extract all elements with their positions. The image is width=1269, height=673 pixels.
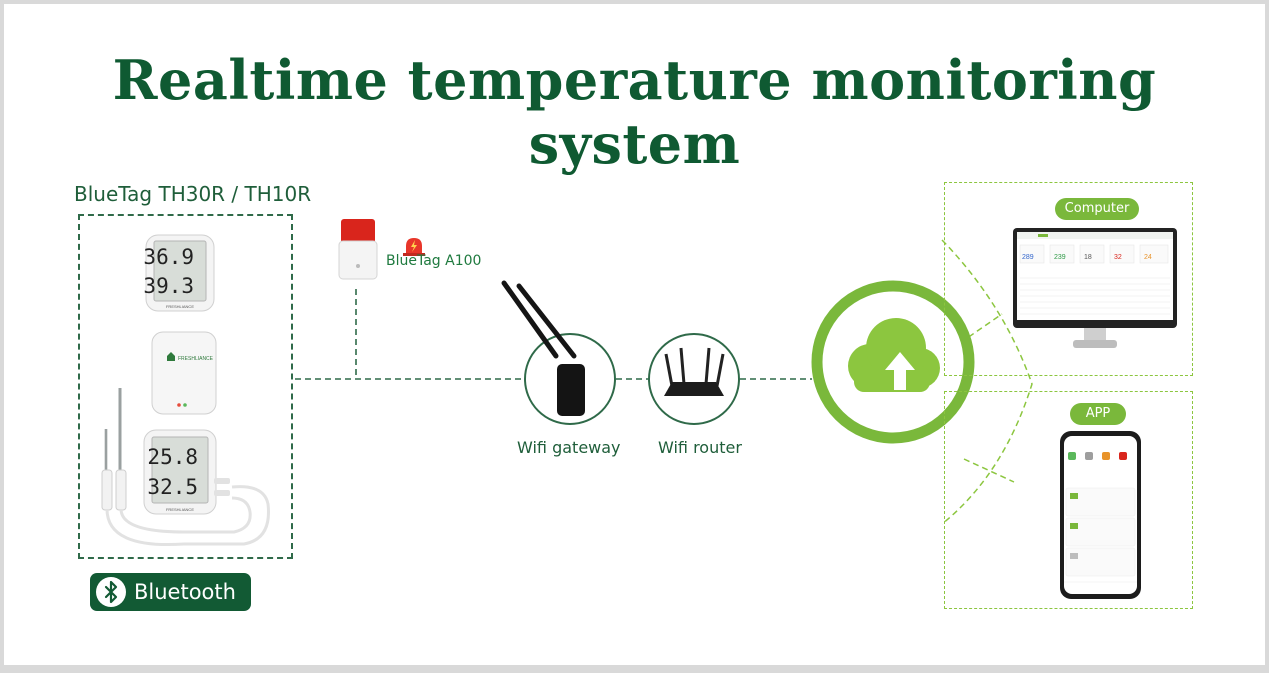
monitor-base xyxy=(1073,340,1117,348)
app-pill: APP xyxy=(1070,403,1126,425)
alarm-label: BlueTag A100 xyxy=(386,253,482,269)
computer-box xyxy=(944,182,1193,376)
computer-monitor: 289 239 18 32 24 xyxy=(1013,228,1177,348)
page-title: Realtime temperature monitoring system xyxy=(112,48,1157,176)
stat-value-3: 18 xyxy=(1084,254,1092,261)
sensor-device-3: 25.8 32.5 FRESHLIANCE xyxy=(101,388,270,547)
bluetooth-icon xyxy=(96,577,126,607)
stat-value-1: 289 xyxy=(1022,254,1034,261)
computer-pill: Computer xyxy=(1055,198,1139,220)
sensor-group-label: BlueTag TH30R / TH10R xyxy=(74,182,312,206)
app-box xyxy=(944,391,1193,609)
antenna-left xyxy=(501,280,559,359)
router-label: Wifi router xyxy=(658,438,742,457)
led-green-icon xyxy=(183,403,187,407)
connection-lines xyxy=(295,289,812,380)
app-card-2 xyxy=(1065,517,1136,547)
phone-app xyxy=(1060,431,1141,599)
bluetooth-label: Bluetooth xyxy=(134,580,236,604)
app-card-1 xyxy=(1065,487,1136,517)
device3-humidity: 32.5 xyxy=(147,475,198,499)
led-red-icon xyxy=(177,403,181,407)
gateway-icon xyxy=(557,364,585,416)
diagram-graphics: 36.9 39.3 FRESHLIANCE FRESHLIANCE 25.8 3… xyxy=(101,219,1177,599)
sensor-device-1: 36.9 39.3 FRESHLIANCE xyxy=(143,234,215,312)
antenna-right xyxy=(516,283,577,359)
app-card-3 xyxy=(1065,547,1136,577)
alarm-device xyxy=(338,219,425,280)
probe-cable-1 xyxy=(105,485,270,547)
bluetooth-badge: Bluetooth xyxy=(90,573,251,611)
stat-value-5: 24 xyxy=(1144,254,1152,261)
table-rows xyxy=(1020,277,1170,315)
cloud-upload-icon xyxy=(848,318,940,392)
device1-temp: 36.9 xyxy=(143,245,194,269)
router-icon xyxy=(664,382,724,396)
stat-value-4: 32 xyxy=(1114,254,1122,261)
line-cloud-app xyxy=(963,458,1015,483)
device1-brand: FRESHLIANCE xyxy=(166,304,194,309)
router-circle xyxy=(648,333,740,425)
cloud-node xyxy=(811,280,975,444)
brand-logo-icon xyxy=(167,352,175,361)
cloud-arc xyxy=(941,239,1033,525)
device3-brand: FRESHLIANCE xyxy=(166,507,194,512)
probe-cable-2 xyxy=(119,496,252,534)
monitor-neck xyxy=(1084,328,1106,342)
diagram-canvas: Realtime temperature monitoring system B… xyxy=(4,4,1265,665)
alarm-siren-icon xyxy=(341,219,375,243)
sensor-device-2: FRESHLIANCE xyxy=(151,331,217,415)
stat-value-2: 239 xyxy=(1054,254,1066,261)
device1-humidity: 39.3 xyxy=(143,274,194,298)
device2-brand: FRESHLIANCE xyxy=(178,356,214,362)
wifi-router-node xyxy=(648,333,740,425)
device3-temp: 25.8 xyxy=(147,445,198,469)
sensor-group-box xyxy=(78,214,293,559)
wifi-gateway-node xyxy=(501,280,616,425)
gateway-label: Wifi gateway xyxy=(517,438,621,457)
